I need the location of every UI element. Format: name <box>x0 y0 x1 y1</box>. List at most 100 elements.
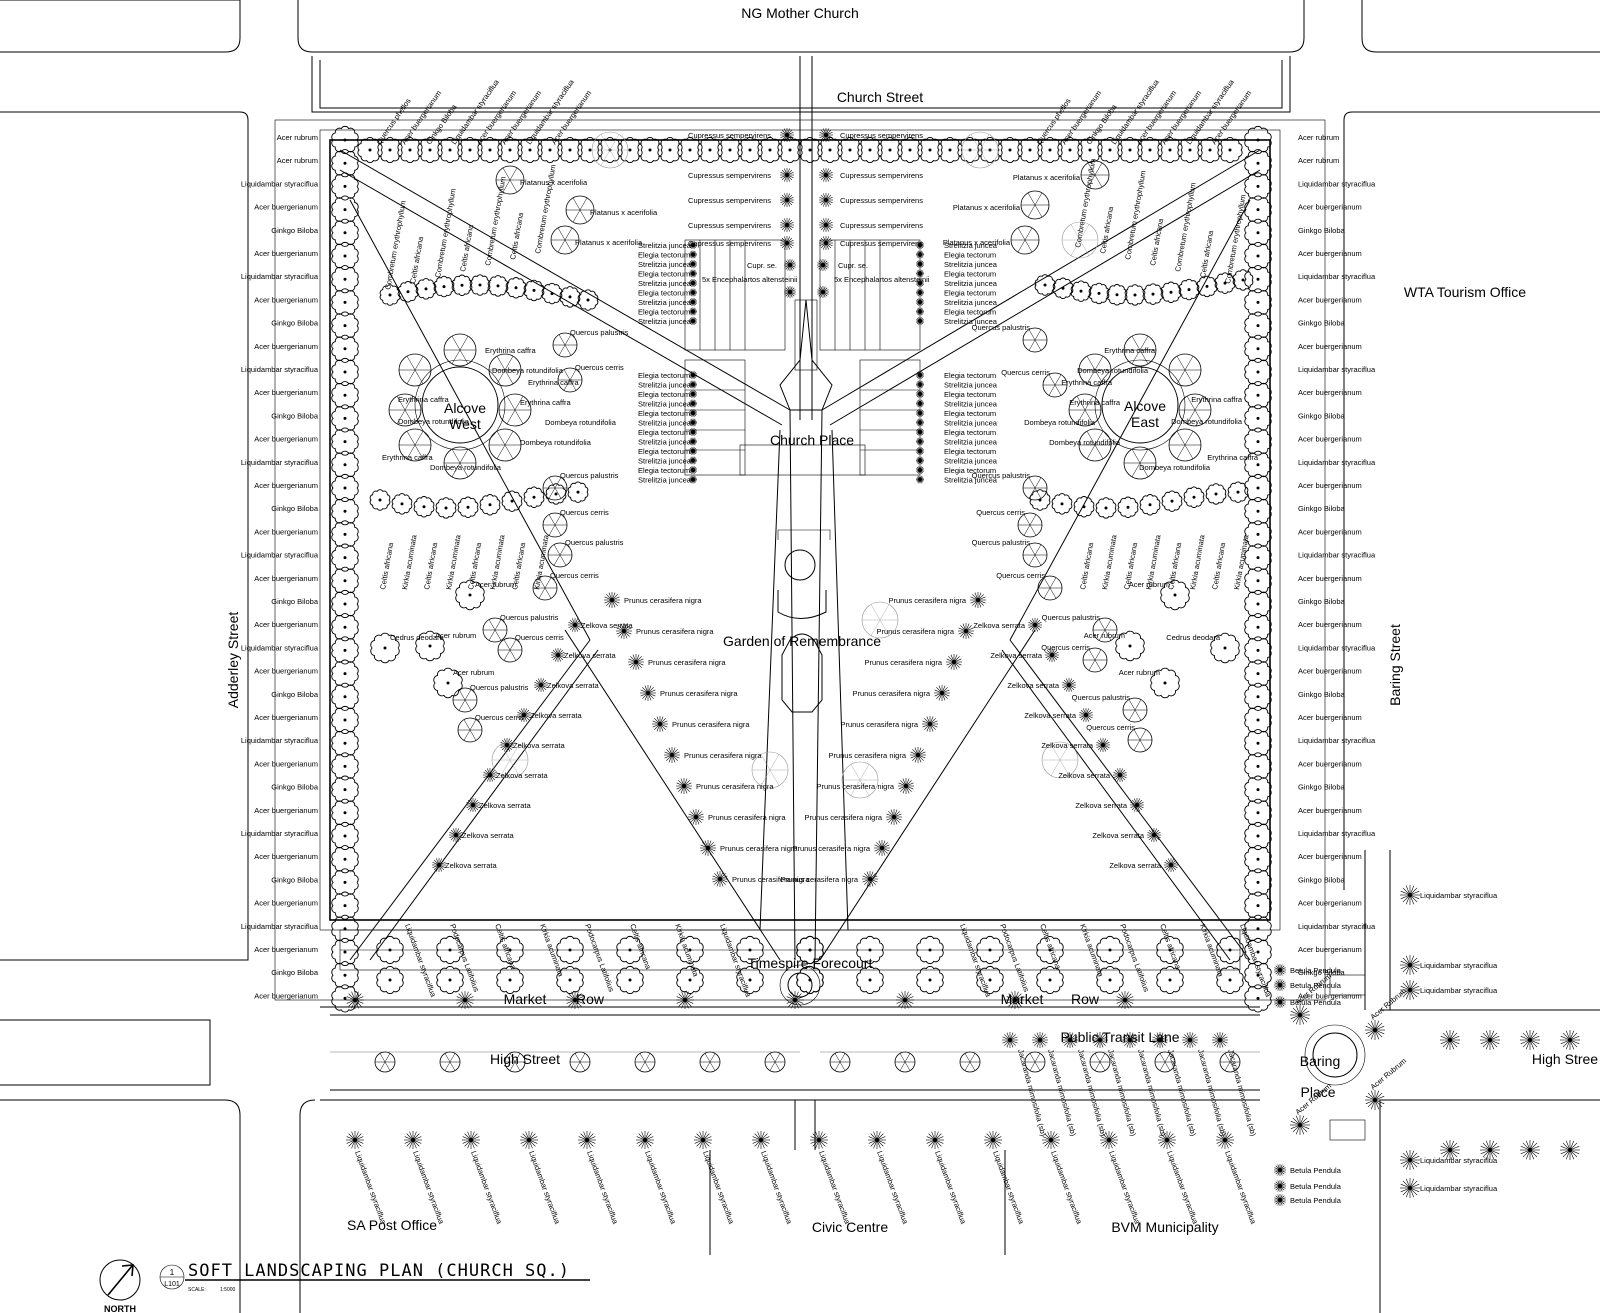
plant-label: Ginkgo Biloba <box>1298 226 1346 235</box>
plant-label: Prunus cerasifera nigra <box>840 720 918 729</box>
plant-label: 5x Encephalartos altensteinii <box>834 275 930 284</box>
tree-icon <box>1022 327 1048 353</box>
tree-icon <box>862 871 878 887</box>
plant-label: Erythrina caffra <box>1104 346 1156 355</box>
tree-icon <box>545 483 567 505</box>
plant-label: Prunus cerasifera nigra <box>708 813 786 822</box>
label-market-east: Market <box>1001 991 1044 1007</box>
plant-label: Zelkova serrata <box>973 621 1026 630</box>
tree-icon <box>556 935 584 965</box>
plant-label: Acer buergerianum <box>254 527 318 536</box>
plant-label: Acer buergerianum <box>254 342 318 351</box>
plant-label: Prunus cerasifera nigra <box>732 875 810 884</box>
tree-icon <box>877 137 903 163</box>
place-labels: NG Mother Church Church Street WTA Touri… <box>225 5 1598 1235</box>
tree-icon <box>1057 137 1083 163</box>
tree-icon <box>634 1051 656 1073</box>
plant-label: Acer buergerianum <box>1298 759 1362 768</box>
plant-label: Acer buergerianum <box>1298 945 1362 954</box>
plant-label: Kirkia acuminata <box>444 533 463 590</box>
tree-icon <box>1274 1194 1286 1206</box>
tree-icon <box>439 1051 461 1073</box>
tree-icon <box>552 332 578 358</box>
plant-label: Quercus cerris <box>560 508 609 517</box>
plant-label: Elegia tectorum <box>944 289 996 298</box>
plant-label: Combretum erythrophyllum <box>383 200 408 291</box>
tree-icon <box>689 475 697 484</box>
plant-label: Acer buergerianum <box>1298 899 1362 908</box>
plant-label: Zelkova serrata <box>547 681 600 690</box>
plant-label: Acer buergerianum <box>254 991 318 1000</box>
plant-label: Quercus cerris <box>550 571 599 580</box>
plant-label: Liquidambar styraciflua <box>1420 1184 1498 1193</box>
plant-label: Acer rubrum <box>1298 156 1339 165</box>
tree-icon <box>1400 980 1420 1000</box>
plant-label: Prunus cerasifera nigra <box>828 751 906 760</box>
diagonal-paths <box>339 149 1261 961</box>
tree-icon <box>736 935 764 965</box>
plant-label: Strelitzia juncea <box>638 476 692 485</box>
tree-icon <box>547 542 573 568</box>
plant-label: Elegia tectorum <box>638 251 690 260</box>
plant-label: Platanus x acerifolia <box>520 178 588 187</box>
tree-icon <box>491 741 529 779</box>
tree-icon <box>1028 618 1042 632</box>
tree-icon <box>1177 137 1203 163</box>
plant-label: Acer buergerianum <box>1298 203 1362 212</box>
tree-icon <box>541 282 563 305</box>
tree-icon <box>523 486 545 508</box>
tree-icon <box>856 935 884 965</box>
plant-label: Prunus cerasifera nigra <box>888 596 966 605</box>
plant-label: Ginkgo Biloba <box>1298 875 1346 884</box>
tree-icon <box>415 630 445 662</box>
plant-label: Acer rubrum <box>475 580 516 589</box>
tree-icon <box>517 708 531 722</box>
tree-icon <box>868 1131 886 1149</box>
plant-label: Acer buergerianum <box>1298 991 1362 1000</box>
garden-of-remembrance-features <box>777 529 831 713</box>
plant-label: Elegia tectorum <box>944 251 996 260</box>
tree-icon <box>1274 979 1286 991</box>
tree-icon <box>676 778 692 794</box>
tree-icon <box>1036 935 1064 965</box>
tree-icon <box>780 236 794 250</box>
plant-label: Dombeya rotundifolia <box>1139 463 1211 472</box>
tree-icon <box>457 717 483 743</box>
tree-icon <box>604 592 620 608</box>
plant-label: Elegia tectorum <box>638 466 690 475</box>
tree-icon <box>377 137 403 163</box>
plant-label: Elegia tectorum <box>944 371 996 380</box>
tree-icon <box>488 428 522 462</box>
tree-icon <box>417 137 443 163</box>
plant-label: Ginkgo Biloba <box>271 875 319 884</box>
tree-icon <box>1480 1030 1500 1050</box>
plant-label: Cupressus sempervirens <box>688 196 771 205</box>
market-row <box>339 929 1366 1141</box>
tree-icon <box>404 1131 422 1149</box>
tree-icon <box>926 1131 944 1149</box>
plant-label: Ginkgo Biloba <box>1298 504 1346 513</box>
tree-icon <box>495 165 525 195</box>
plant-label: Strelitzia juncea <box>944 317 998 326</box>
plant-label: Prunus cerasifera nigra <box>696 782 774 791</box>
plant-label: Strelitzia juncea <box>638 260 692 269</box>
plant-label: Quercus cerris <box>996 571 1045 580</box>
plant-label: Prunus cerasifera nigra <box>804 813 882 822</box>
tree-icon <box>1244 984 1272 1013</box>
plant-label: Betula Pendula <box>1290 1182 1342 1191</box>
tree-icon <box>1217 137 1243 163</box>
tree-icon <box>1205 483 1227 505</box>
tree-icon <box>1137 137 1163 163</box>
plant-label: Acer rubrum <box>1298 133 1339 142</box>
label-church-place: Church Place <box>770 432 854 448</box>
tree-icon <box>397 137 423 163</box>
plant-label: Liquidambar styraciflua <box>991 1150 1026 1226</box>
plant-label: Prunus cerasifera nigra <box>864 658 942 667</box>
plant-label: Strelitzia juncea <box>944 476 998 485</box>
tree-icon <box>1041 741 1079 779</box>
plant-label: Strelitzia juncea <box>944 241 998 250</box>
sheet-number: L101 <box>164 1281 180 1288</box>
tree-icon <box>1216 965 1244 995</box>
tree-icon <box>1032 1032 1048 1048</box>
